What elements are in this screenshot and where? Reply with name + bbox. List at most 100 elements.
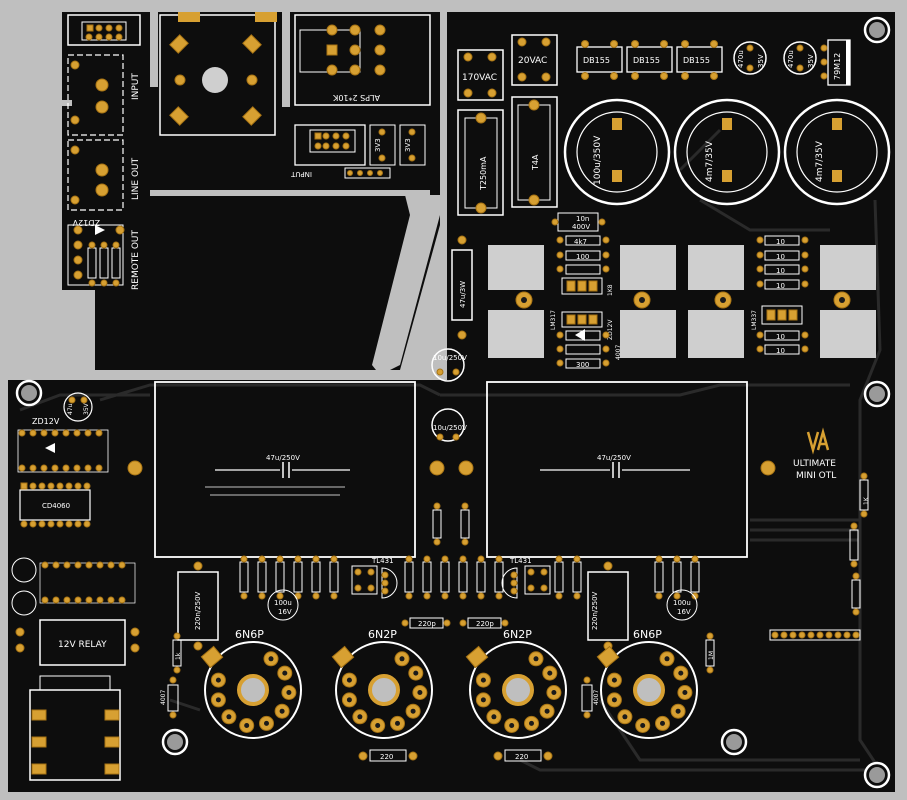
tube-6n2p-right: 6N2P	[465, 628, 567, 739]
heatsinks	[488, 245, 876, 358]
header-pin	[771, 631, 779, 639]
mounting-holes	[15, 16, 891, 789]
header-pin	[816, 631, 824, 639]
traces	[19, 128, 883, 772]
cap-220n-right: 220n/250V	[587, 561, 629, 651]
header-pin	[825, 631, 833, 639]
tube1-label: 6N6P	[235, 628, 264, 641]
vac20-label: 20VAC	[518, 56, 547, 66]
cap47u250a-label: 47u/250V	[266, 454, 300, 462]
input-label: INPUT	[131, 73, 141, 100]
tube-pin-hole	[413, 670, 419, 676]
tube-pin-hole	[664, 656, 670, 662]
cap10n-v-label: 400V	[572, 223, 590, 231]
r1k2-label: 1K	[863, 496, 870, 505]
r10b-label: 10	[776, 253, 785, 261]
tube-pin-hole	[279, 708, 285, 714]
lm337-label: LM337	[751, 310, 758, 330]
cap-220n-left: 220n/250V	[177, 561, 219, 651]
cap-100u-16v: 100u 16V 100u 16V	[267, 589, 698, 621]
header-pin	[780, 631, 788, 639]
r4k7-label: 4k7	[574, 238, 587, 246]
cap47u35v-label: 47u	[67, 403, 74, 415]
cap-10u-250v-a: 10u/250V	[431, 348, 467, 382]
cap10n-label: 10n	[576, 215, 589, 223]
diodes-lower: 4007 4007 1k 1M 1K	[160, 496, 870, 719]
tl431-left: TL431	[351, 557, 398, 599]
tl431a-label: TL431	[371, 557, 394, 565]
output-cap-right: 47u/250V	[458, 381, 776, 558]
tube-pin-hole	[547, 670, 553, 676]
tube-pin-hole	[395, 720, 400, 726]
r1m-label: 1M	[708, 651, 715, 660]
tube-pin-hole	[399, 656, 405, 662]
r10a-label: 10	[776, 238, 785, 246]
cap-10u-250v-b: 10u/250V	[431, 408, 467, 442]
cap-47u-35v: 47u 35V	[67, 402, 90, 415]
tube-pin-hole	[509, 723, 515, 728]
header-pin	[807, 631, 815, 639]
tube3-label: 6N2P	[503, 628, 532, 641]
header-pin	[843, 631, 851, 639]
board-gaps	[62, 12, 440, 375]
header-pin	[852, 631, 860, 639]
cap100u16b-v-label: 16V	[677, 608, 691, 616]
c470a-v-label: 35V	[757, 54, 765, 68]
tube-pin-hole	[611, 697, 617, 703]
rca-input	[67, 54, 124, 136]
resistor-rows	[239, 472, 869, 616]
power-20vac: 20VAC	[511, 34, 558, 86]
tube-pin-hole	[682, 690, 688, 695]
relay-label: 12V RELAY	[58, 640, 107, 650]
c470b-v-label: 35V	[807, 54, 815, 68]
cd4060-label: CD4060	[42, 502, 70, 510]
remote-out-label: REMOTE OUT	[131, 229, 141, 290]
tube-pin-hole	[491, 714, 497, 720]
tube-pin-hole	[215, 697, 221, 703]
big-caps: 100u/350V 4m7/35V 4m7/35V	[563, 98, 891, 206]
pin-header-right	[769, 629, 861, 641]
fuse2-label: T4A	[531, 154, 540, 171]
tube-pin-hole	[346, 677, 352, 683]
cap47u3w-label: 47u/3W	[459, 281, 467, 308]
tube-pin-hole	[640, 723, 646, 728]
regulators: 10n 400V 4k7 100 1K8 LM317 ZD12V 300 400…	[550, 212, 809, 369]
tube-6n6p-left: 6N6P	[200, 628, 302, 739]
r10c-label: 10	[776, 267, 785, 275]
control-section: ZD12V CD4060	[11, 392, 140, 781]
header-pin	[789, 631, 797, 639]
zd12v2-label: ZD12V	[607, 319, 614, 340]
brand-line1: ULTIMATE	[793, 459, 836, 469]
cap100u-label: 100u/350V	[593, 135, 603, 185]
tube-pin-hole	[268, 656, 274, 662]
d4007c-label: 4007	[593, 690, 600, 705]
cap4m7b-label: 4m7/35V	[815, 140, 825, 182]
cap10u250a-label: 10u/250V	[433, 354, 467, 362]
tube-pin-hole	[410, 708, 416, 714]
db3-label: DB155	[683, 56, 710, 65]
tube-pin-hole	[533, 656, 539, 662]
cap220n250b-label: 220n/250V	[591, 591, 599, 630]
input-connector-small: INPUT 3V3 3V3	[290, 124, 426, 179]
tube-6n2p-left: 6N2P	[331, 628, 433, 739]
c220pb-label: 220p	[476, 620, 494, 628]
cap47u35v-v-label: 35V	[83, 402, 90, 415]
cap10u250b-label: 10u/250V	[433, 424, 467, 432]
fuse-t4a: T4A	[511, 96, 558, 208]
tube-pin-hole	[417, 690, 423, 695]
bottom-resistors: 220 220	[358, 749, 553, 762]
remote-out-block: ZD12V	[67, 218, 125, 287]
c220pa-label: 220p	[418, 620, 436, 628]
cap220n250a-label: 220n/250V	[194, 591, 202, 630]
r1k-label: 1k	[175, 652, 182, 660]
tube-pin-hole	[286, 690, 292, 695]
reg7912-label: 79M12	[833, 53, 842, 80]
input-header	[67, 14, 141, 46]
tube-pin-hole	[660, 720, 665, 726]
zd12v-top-label: ZD12V	[72, 218, 100, 227]
solder-mask	[8, 12, 895, 792]
cap100u16b-label: 100u	[673, 599, 691, 607]
lm317a-label: LM317	[550, 310, 557, 330]
